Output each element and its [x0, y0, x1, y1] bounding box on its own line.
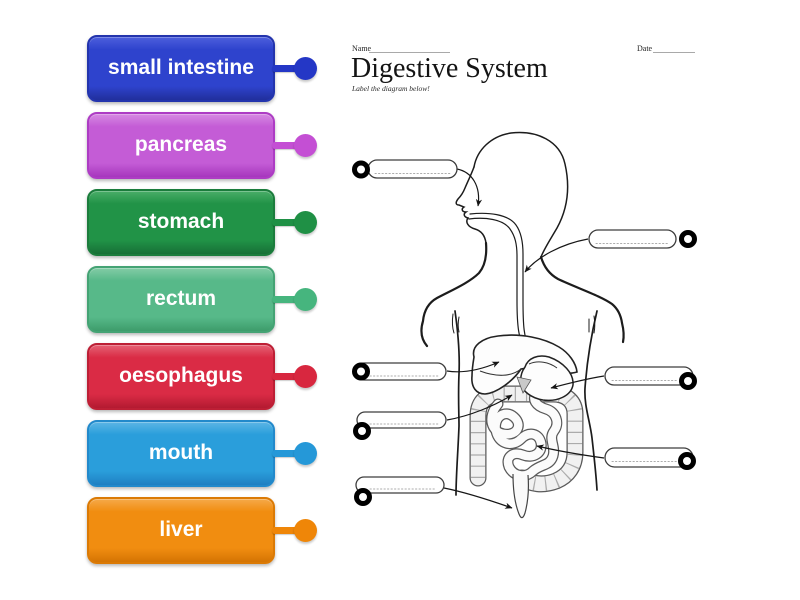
date-blank-line: [653, 52, 695, 53]
label-tile-mouth[interactable]: mouth: [87, 420, 275, 487]
rectum: [512, 473, 529, 519]
label-text: small intestine: [108, 56, 254, 80]
drop-slots: [352, 159, 697, 506]
pointer-oesophagus: [524, 238, 589, 273]
label-tile-pancreas[interactable]: pancreas: [87, 112, 275, 179]
label-text: stomach: [137, 210, 225, 234]
pointer-pancreas: [446, 394, 513, 421]
label-text: rectum: [145, 287, 217, 311]
worksheet-title: Digestive System: [351, 53, 548, 84]
drop-ring: [679, 372, 697, 390]
connector-stem: [272, 527, 298, 534]
name-blank-line: [369, 52, 450, 53]
drop-slot-small-intestine[interactable]: [604, 447, 696, 470]
pointer-stomach: [550, 375, 605, 390]
pointer-liver: [446, 361, 500, 373]
digestive-organs: [469, 334, 584, 519]
drop-ring: [678, 452, 696, 470]
label-tile-oesophagus[interactable]: oesophagus: [87, 343, 275, 410]
pointer-rectum: [443, 487, 513, 509]
connector-stem: [272, 65, 298, 72]
connector-stem: [272, 450, 298, 457]
label-text: oesophagus: [119, 364, 243, 388]
pancreas: [516, 376, 532, 394]
pointer-lines: [443, 168, 605, 509]
label-tile-small-intestine[interactable]: small intestine: [87, 35, 275, 102]
connector-stem: [272, 373, 298, 380]
drop-ring: [679, 230, 697, 248]
connector-knob: [294, 365, 317, 388]
drop-slot-rectum[interactable]: [354, 476, 445, 506]
drop-ring: [352, 362, 370, 381]
connector-knob: [294, 134, 317, 157]
label-tile-stomach[interactable]: stomach: [87, 189, 275, 256]
label-text: mouth: [148, 441, 214, 465]
connector-stem: [272, 219, 298, 226]
connector-knob: [294, 442, 317, 465]
name-field-label: Name: [352, 44, 372, 53]
drop-slot-pancreas[interactable]: [353, 411, 447, 440]
drop-slot-stomach[interactable]: [604, 366, 697, 390]
drop-slot-mouth[interactable]: [352, 159, 458, 179]
label-tile-liver[interactable]: liver: [87, 497, 275, 564]
drop-ring: [353, 422, 371, 440]
date-field-label: Date: [637, 44, 653, 53]
drop-ring: [352, 160, 370, 179]
pointer-small-intestine: [536, 444, 605, 459]
connector-knob: [294, 211, 317, 234]
connector-stem: [272, 142, 298, 149]
label-text: pancreas: [134, 133, 228, 157]
connector-knob: [294, 57, 317, 80]
worksheet-subtitle: Label the diagram below!: [352, 84, 430, 93]
pointer-mouth: [456, 168, 483, 207]
drop-slot-oesophagus[interactable]: [588, 229, 697, 249]
connector-knob: [294, 288, 317, 311]
label-tile-rectum[interactable]: rectum: [87, 266, 275, 333]
drop-ring: [354, 488, 372, 506]
connector-stem: [272, 296, 298, 303]
drop-slot-liver[interactable]: [352, 362, 447, 381]
body-outline: [420, 131, 625, 496]
label-text: liver: [159, 518, 203, 542]
connector-knob: [294, 519, 317, 542]
